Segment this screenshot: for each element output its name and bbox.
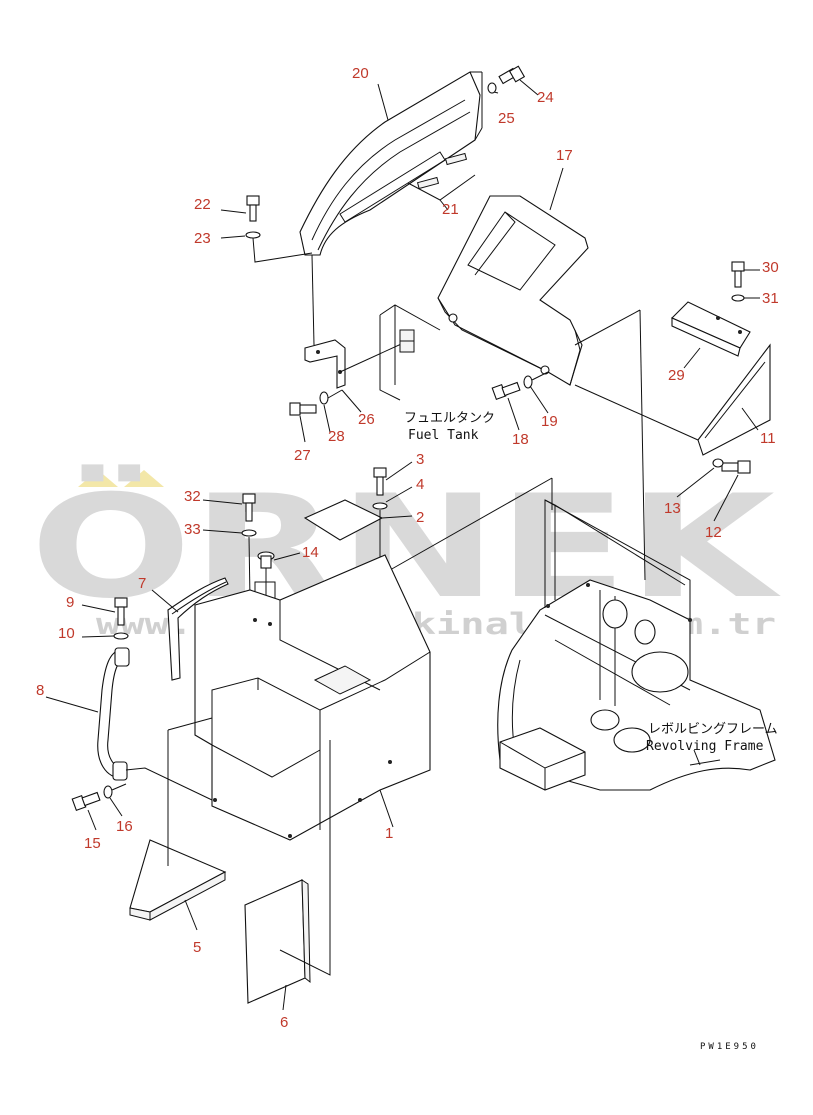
fuel-tank-outline (379, 304, 441, 401)
callout-26: 26 (358, 411, 375, 428)
part-24-bolt (498, 65, 526, 85)
callout-11: 11 (760, 430, 776, 447)
fuel-tank-label-en: Fuel Tank (408, 428, 479, 443)
part-14-cap (254, 551, 276, 603)
callout-7: 7 (138, 575, 146, 592)
part-18-bolt (491, 381, 521, 401)
part-13-washer (712, 458, 724, 468)
part-26-bracket (304, 339, 346, 389)
revolving-frame-label-jp: レボルビングフレーム (648, 722, 778, 737)
callout-9: 9 (66, 594, 74, 611)
callout-25: 25 (498, 110, 515, 127)
part-31-washer (731, 294, 745, 302)
callout-19: 19 (541, 413, 558, 430)
callout-31: 31 (762, 290, 779, 307)
watermark-accent-left (78, 470, 118, 487)
callout-2: 2 (416, 509, 424, 526)
revolving-frame-label-en: Revolving Frame (646, 739, 764, 754)
callout-15: 15 (84, 835, 101, 852)
part-17-cover (437, 195, 589, 386)
callout-28: 28 (328, 428, 345, 445)
callout-32: 32 (184, 488, 201, 505)
callout-8: 8 (36, 682, 44, 699)
revolving-frame (497, 499, 776, 791)
part-12-bolt (721, 460, 751, 474)
callout-4: 4 (416, 476, 424, 493)
fuel-tank-label-jp: フュエルタンク (404, 411, 495, 426)
part-16-washer (103, 785, 113, 799)
part-27-bolt (289, 402, 317, 416)
part-1-box (194, 554, 431, 841)
part-22-bolt (246, 195, 260, 222)
part-9-bolt (114, 597, 128, 626)
drawing-code: PW1E950 (700, 1042, 759, 1052)
leader-lines (45, 79, 760, 1011)
callout-16: 16 (116, 818, 133, 835)
part-15-bolt (71, 791, 101, 812)
callout-21: 21 (442, 201, 459, 218)
part-11-panel (697, 343, 771, 456)
callout-27: 27 (294, 447, 311, 464)
callouts: 1 2 3 4 5 6 7 8 9 10 11 12 13 14 15 16 1… (36, 65, 779, 1031)
watermark-accent-right (124, 470, 164, 487)
callout-30: 30 (762, 259, 779, 276)
callout-24: 24 (537, 89, 554, 106)
part-4-washer (372, 502, 388, 510)
part-25-washer (487, 82, 497, 94)
part-10-washer (113, 632, 129, 640)
part-30-bolt (731, 261, 745, 288)
callout-3: 3 (416, 451, 424, 468)
part-6-pad (244, 879, 311, 1004)
part-29-step (671, 301, 751, 357)
callout-29: 29 (668, 367, 685, 384)
labels: フュエルタンク Fuel Tank レボルビングフレーム Revolving F… (404, 411, 778, 1052)
callout-6: 6 (280, 1014, 288, 1031)
part-28-washer (319, 391, 329, 405)
callout-33: 33 (184, 521, 201, 538)
callout-12: 12 (705, 524, 722, 541)
callout-22: 22 (194, 196, 211, 213)
part-20-cover (299, 71, 483, 256)
callout-23: 23 (194, 230, 211, 247)
part-32-bolt (242, 493, 256, 522)
callout-10: 10 (58, 625, 75, 642)
callout-5: 5 (193, 939, 201, 956)
part-33-washer (241, 529, 257, 537)
callout-17: 17 (556, 147, 573, 164)
callout-13: 13 (664, 500, 681, 517)
callout-18: 18 (512, 431, 529, 448)
part-23-washer (245, 231, 261, 239)
part-19-washer (523, 375, 533, 389)
callout-20: 20 (352, 65, 369, 82)
callout-1: 1 (385, 825, 393, 842)
part-3-bolt (373, 467, 387, 496)
callout-14: 14 (302, 544, 319, 561)
part-5-pad (129, 839, 227, 921)
part-8-handrail (97, 647, 213, 801)
